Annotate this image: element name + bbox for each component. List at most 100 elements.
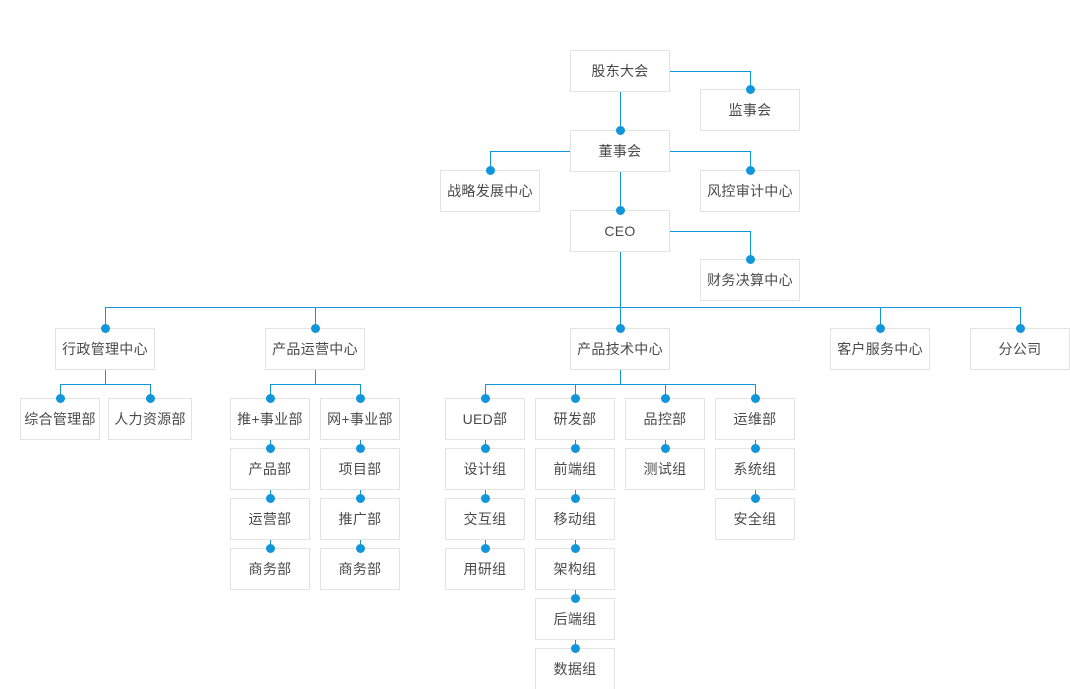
edge-admin-center-to-human-resources (150, 384, 151, 398)
org-node-label: 运维部 (733, 411, 777, 427)
org-node-shareholders[interactable]: 股东大会 (570, 50, 670, 92)
org-node-backend-group[interactable]: 后端组 (535, 598, 615, 640)
dot-design-group (480, 443, 490, 453)
dot-customer-service-center (875, 323, 885, 333)
dot-security-group (750, 493, 760, 503)
edge-admin-center-to-general-admin (60, 384, 61, 398)
org-node-finance[interactable]: 财务决算中心 (700, 259, 800, 301)
org-node-project-dept[interactable]: 项目部 (320, 448, 400, 490)
org-node-tui-division[interactable]: 推+事业部 (230, 398, 310, 440)
org-node-product-dept[interactable]: 产品部 (230, 448, 310, 490)
org-node-architecture-group[interactable]: 架构组 (535, 548, 615, 590)
org-node-label: 风控审计中心 (707, 183, 793, 199)
org-node-test-group[interactable]: 测试组 (625, 448, 705, 490)
dot-admin-center (100, 323, 110, 333)
bus-rail-ceo-bus (105, 307, 1020, 308)
org-node-supervisory[interactable]: 监事会 (700, 89, 800, 131)
org-node-label: 产品技术中心 (577, 341, 663, 357)
org-node-product-ops-center[interactable]: 产品运营中心 (265, 328, 365, 370)
edge-board-to-risk-audit-drop (750, 151, 751, 170)
org-node-business-dept-b[interactable]: 商务部 (320, 548, 400, 590)
bus-stem-product-tech-bus (620, 370, 621, 384)
org-node-design-group[interactable]: 设计组 (445, 448, 525, 490)
org-node-interaction-group[interactable]: 交互组 (445, 498, 525, 540)
bus-stem-product-ops-bus (315, 370, 316, 384)
org-node-general-admin[interactable]: 综合管理部 (20, 398, 100, 440)
org-node-admin-center[interactable]: 行政管理中心 (55, 328, 155, 370)
org-node-ops-dept[interactable]: 运维部 (715, 398, 795, 440)
edge-ceo-to-branch-company (1020, 307, 1021, 328)
edge-shareholders-to-board (620, 92, 621, 130)
dot-board (615, 125, 625, 135)
org-node-label: 股东大会 (591, 63, 649, 79)
org-node-system-group[interactable]: 系统组 (715, 448, 795, 490)
org-node-label: 架构组 (553, 561, 597, 577)
edge-ceo-to-admin-center (105, 307, 106, 328)
edge-product-tech-center-to-rd-dept (575, 384, 576, 398)
org-node-label: 产品部 (248, 461, 292, 477)
org-node-label: 品控部 (643, 411, 687, 427)
org-node-label: 交互组 (463, 511, 507, 527)
bus-rail-product-tech-bus (485, 384, 755, 385)
org-node-label: 人力资源部 (114, 411, 186, 427)
org-node-promotion-dept[interactable]: 推广部 (320, 498, 400, 540)
org-node-product-tech-center[interactable]: 产品技术中心 (570, 328, 670, 370)
edge-ceo-to-finance (670, 231, 750, 232)
dot-project-dept (355, 443, 365, 453)
dot-operations-dept (265, 493, 275, 503)
org-node-label: 网+事业部 (327, 411, 393, 427)
org-node-label: 客户服务中心 (837, 341, 923, 357)
org-node-label: 分公司 (998, 341, 1042, 357)
dot-ops-dept (750, 393, 760, 403)
org-node-strategy[interactable]: 战略发展中心 (440, 170, 540, 212)
edge-product-tech-center-to-qa-dept (665, 384, 666, 398)
dot-tui-division (265, 393, 275, 403)
dot-rd-dept (570, 393, 580, 403)
org-node-data-group[interactable]: 数据组 (535, 648, 615, 689)
org-node-branch-company[interactable]: 分公司 (970, 328, 1070, 370)
bus-stem-admin-bus (105, 370, 106, 384)
dot-interaction-group (480, 493, 490, 503)
dot-strategy (485, 165, 495, 175)
dot-supervisory (745, 84, 755, 94)
org-node-label: 商务部 (248, 561, 292, 577)
org-node-label: 推广部 (338, 511, 382, 527)
dot-risk-audit (745, 165, 755, 175)
dot-mobile-group (570, 493, 580, 503)
dot-architecture-group (570, 543, 580, 553)
org-node-wang-division[interactable]: 网+事业部 (320, 398, 400, 440)
org-node-operations-dept[interactable]: 运营部 (230, 498, 310, 540)
org-node-label: 后端组 (553, 611, 597, 627)
org-node-human-resources[interactable]: 人力资源部 (108, 398, 192, 440)
org-node-label: 监事会 (728, 102, 772, 118)
org-node-label: 财务决算中心 (707, 272, 793, 288)
org-node-label: 战略发展中心 (447, 183, 533, 199)
edge-board-to-risk-audit (670, 151, 750, 152)
org-node-business-dept-a[interactable]: 商务部 (230, 548, 310, 590)
bus-rail-admin-bus (60, 384, 150, 385)
org-node-label: 安全组 (733, 511, 777, 527)
org-node-security-group[interactable]: 安全组 (715, 498, 795, 540)
org-node-label: UED部 (462, 411, 508, 427)
dot-product-tech-center (615, 323, 625, 333)
dot-business-dept-a (265, 543, 275, 553)
org-node-customer-service-center[interactable]: 客户服务中心 (830, 328, 930, 370)
org-node-label: 数据组 (553, 661, 597, 677)
org-node-label: 系统组 (733, 461, 777, 477)
dot-business-dept-b (355, 543, 365, 553)
org-node-ceo[interactable]: CEO (570, 210, 670, 252)
org-node-ued-dept[interactable]: UED部 (445, 398, 525, 440)
org-node-mobile-group[interactable]: 移动组 (535, 498, 615, 540)
org-node-risk-audit[interactable]: 风控审计中心 (700, 170, 800, 212)
org-node-user-research-group[interactable]: 用研组 (445, 548, 525, 590)
org-node-label: 商务部 (338, 561, 382, 577)
org-node-qa-dept[interactable]: 品控部 (625, 398, 705, 440)
org-node-board[interactable]: 董事会 (570, 130, 670, 172)
dot-frontend-group (570, 443, 580, 453)
org-node-frontend-group[interactable]: 前端组 (535, 448, 615, 490)
org-node-label: 前端组 (553, 461, 597, 477)
dot-ceo (615, 205, 625, 215)
org-node-rd-dept[interactable]: 研发部 (535, 398, 615, 440)
org-node-label: 用研组 (463, 561, 507, 577)
